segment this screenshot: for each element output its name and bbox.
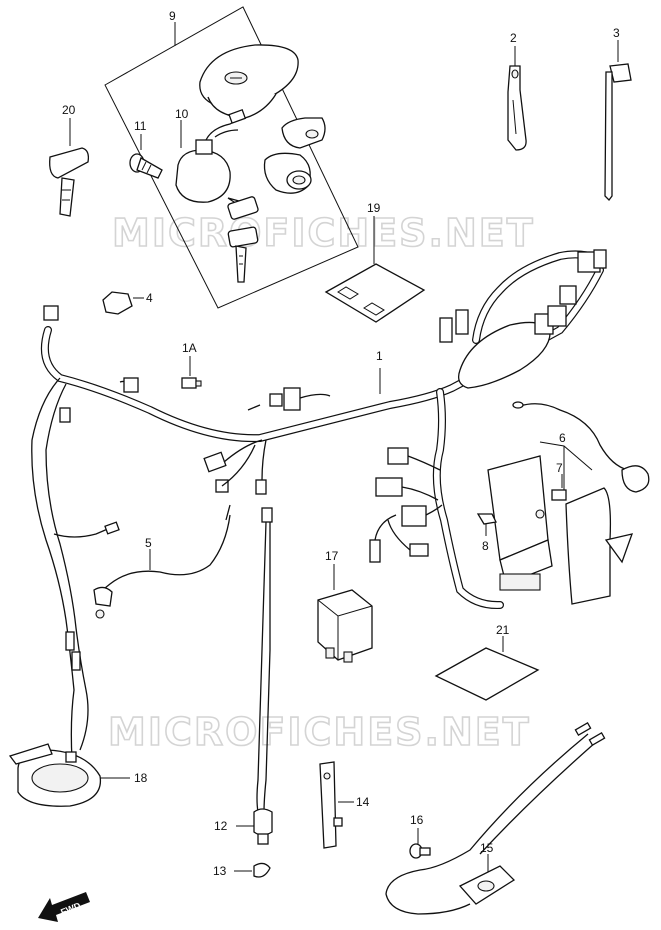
- watermark-top: MICROFICHES.NET: [112, 211, 535, 255]
- connector: [283, 387, 301, 411]
- pad-part-21: 21: [434, 623, 540, 701]
- screw-part-8: 8 8 8: [476, 513, 497, 553]
- cable-tie-part-3: 3: [604, 26, 632, 201]
- bracket-part-14: 14: [319, 761, 370, 849]
- sub-wire-part-5: 5: [53, 504, 231, 619]
- callout-16: 16: [410, 813, 424, 827]
- callout-9: 9: [169, 9, 176, 23]
- fuse-part-1a: 1A: [181, 341, 202, 389]
- callout-11: 11: [134, 119, 147, 133]
- ignition-switch-set-group: 9 11 10: [104, 6, 359, 309]
- callout-12: 12: [214, 819, 228, 833]
- sensor-part-12: 12: [214, 808, 273, 845]
- ignition-cap-part: [199, 44, 299, 119]
- callout-18: 18: [134, 771, 148, 785]
- relay-part-17: 17: [317, 549, 373, 663]
- callout-1a: 1A: [182, 341, 197, 355]
- fwd-arrow: FWD: [38, 892, 90, 922]
- cable-part-15: 15: [385, 722, 606, 915]
- connector: [387, 447, 409, 465]
- connector: [43, 305, 59, 321]
- watermark-bottom: MICROFICHES.NET: [108, 710, 531, 754]
- ignition-switch-body-part: [175, 109, 252, 213]
- pad-part-19: 19: [324, 201, 426, 323]
- bolt-part-16: 16: [409, 813, 431, 859]
- key-pair-part: [227, 196, 259, 283]
- callout-10: 10: [175, 107, 189, 121]
- callout-1: 1: [376, 349, 383, 363]
- lock-parts: [263, 117, 326, 194]
- horn-lead-wires: [31, 377, 89, 761]
- callout-17: 17: [325, 549, 339, 563]
- key-part-20: 20: [49, 103, 90, 217]
- fuse-part-7: 7 7: [551, 461, 567, 501]
- callout-14: 14: [356, 795, 370, 809]
- callout-19: 19: [367, 201, 381, 215]
- callout-4: 4: [146, 291, 153, 305]
- callout-5: 5: [145, 536, 152, 550]
- callout-15: 15: [480, 841, 494, 855]
- callout-7-label: 7: [556, 461, 563, 475]
- callout-20: 20: [62, 103, 76, 117]
- callout-13: 13: [213, 864, 227, 878]
- callout-3: 3: [613, 26, 620, 40]
- clamp-part-4: 4: [102, 291, 153, 315]
- callout-2: 2: [510, 31, 517, 45]
- callout-8-text: 8: [482, 539, 489, 553]
- horn-part-18: 18: [8, 743, 148, 807]
- clip-part-13: 13: [213, 862, 271, 878]
- sensor-lead: [256, 507, 273, 813]
- bracket-part-2: 2: [507, 31, 527, 151]
- callout-6: 6: [559, 431, 566, 445]
- main-wiring-harness-part-1: 1: [41, 249, 650, 610]
- control-unit-part-6: 6: [487, 431, 634, 605]
- callout-21: 21: [496, 623, 510, 637]
- bolt-part-11: 11 10: [129, 107, 189, 179]
